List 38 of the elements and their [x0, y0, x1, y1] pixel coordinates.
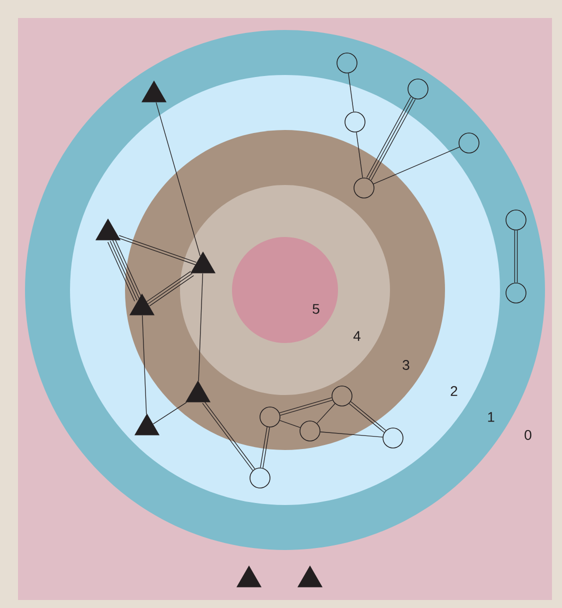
core-number: 5: [312, 304, 320, 314]
vertex-triangle: [297, 566, 323, 588]
vertex-triangle: [129, 294, 155, 316]
core-number: 2: [450, 386, 458, 396]
edge-line: [279, 420, 301, 428]
vertex-circle: [260, 406, 280, 428]
vertex-circle: [382, 428, 404, 448]
edge-line: [152, 402, 187, 424]
vertex-circle: [344, 112, 366, 132]
vertex-triangle: [185, 380, 211, 402]
edge-line: [320, 432, 383, 438]
edge-line: [516, 230, 518, 283]
vertex-circle: [300, 420, 320, 442]
vertex-circle: [354, 178, 374, 198]
vertex-circle: [408, 78, 428, 100]
vertex-circle: [458, 132, 480, 154]
vertex-circle: [506, 282, 526, 304]
edge-line: [316, 403, 336, 424]
vertex-circle: [336, 52, 358, 74]
vertex-triangle: [95, 218, 121, 240]
edge-line: [262, 427, 270, 468]
vertex-circle: [250, 468, 270, 488]
vertex-circle: [332, 386, 352, 406]
core-number: 4: [353, 331, 360, 341]
edge-line: [356, 132, 363, 178]
vertex-circle: [506, 210, 526, 230]
vertex-triangle: [190, 252, 216, 274]
vertex-triangle: [141, 80, 167, 102]
edge-line: [373, 146, 460, 184]
core-number: 3: [402, 360, 410, 370]
edge-line: [260, 426, 268, 468]
vertex-triangle: [236, 566, 262, 588]
core-number: 1: [488, 412, 494, 422]
edge-line: [142, 315, 147, 414]
vertex-triangle: [134, 414, 160, 436]
core-number: 0: [524, 430, 532, 440]
edge-line: [198, 273, 204, 382]
edge-line: [514, 230, 516, 283]
